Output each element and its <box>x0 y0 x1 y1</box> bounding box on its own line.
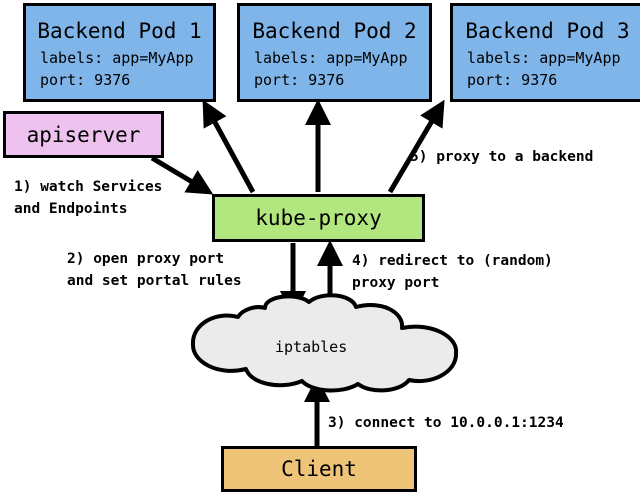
kube-proxy-box[interactable]: kube-proxy <box>212 194 425 242</box>
backend-pod-3-box[interactable]: Backend Pod 3 labels: app=MyApp port: 93… <box>450 3 640 102</box>
backend-pod-2-title: Backend Pod 2 <box>252 18 417 43</box>
step-1-line-1: 1) watch Services <box>14 179 163 195</box>
step-3-line-1: 3) connect to 10.0.0.1:1234 <box>328 415 564 431</box>
backend-pod-1-box[interactable]: Backend Pod 1 labels: app=MyApp port: 93… <box>23 3 216 102</box>
backend-pod-1-title: Backend Pod 1 <box>37 18 202 43</box>
client-label: Client <box>281 457 357 481</box>
backend-pod-3-title: Backend Pod 3 <box>465 18 630 43</box>
backend-pod-1-details: labels: app=MyApp port: 9376 <box>26 47 213 91</box>
backend-pod-3-details: labels: app=MyApp port: 9376 <box>453 47 640 91</box>
backend-pod-2-labels: labels: app=MyApp <box>254 48 408 67</box>
backend-pod-2-details: labels: app=MyApp port: 9376 <box>240 47 429 91</box>
step-5-line-1: 5) proxy to a backend <box>410 149 594 165</box>
backend-pod-2-port: port: 9376 <box>254 70 345 89</box>
backend-pod-1-labels: labels: app=MyApp <box>40 48 194 67</box>
client-box[interactable]: Client <box>221 446 417 492</box>
backend-pod-2-box[interactable]: Backend Pod 2 labels: app=MyApp port: 93… <box>237 3 432 102</box>
backend-pod-3-port: port: 9376 <box>467 70 558 89</box>
kube-proxy-label: kube-proxy <box>255 206 382 230</box>
iptables-label: iptables <box>275 338 348 356</box>
apiserver-box[interactable]: apiserver <box>3 111 164 158</box>
step-1-line-2: and Endpoints <box>14 201 128 217</box>
step-4-line-1: 4) redirect to (random) <box>352 253 553 269</box>
step-2-line-2: and set portal rules <box>67 273 242 289</box>
backend-pod-3-labels: labels: app=MyApp <box>467 48 621 67</box>
step-2-line-1: 2) open proxy port <box>67 251 225 267</box>
apiserver-label: apiserver <box>26 122 141 147</box>
arrow-kubeproxy-to-pod1 <box>202 99 256 194</box>
step-4-line-2: proxy port <box>352 275 440 291</box>
backend-pod-1-port: port: 9376 <box>40 70 131 89</box>
